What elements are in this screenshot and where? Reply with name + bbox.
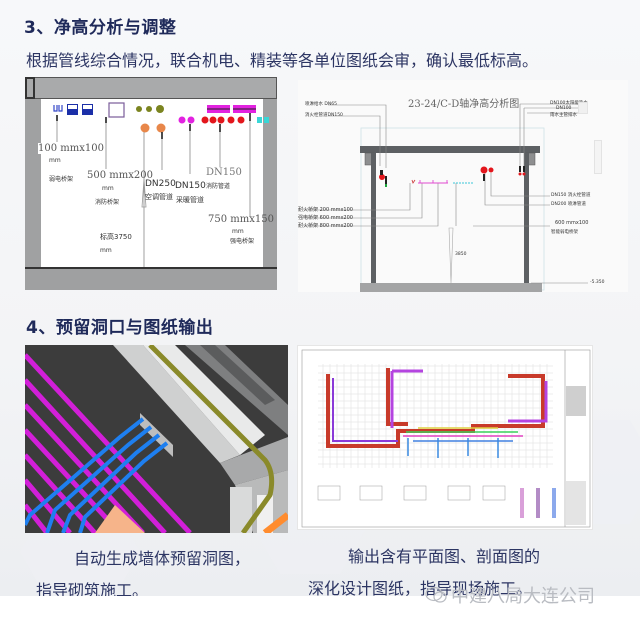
bim-3d-model-image (25, 345, 288, 533)
wechat-icon (425, 586, 447, 603)
section4-title: 4、预留洞口与图纸输出 (26, 318, 214, 338)
label-fire-pipe-name: 消防管道 (206, 183, 231, 190)
slab-corner (25, 77, 35, 99)
label-heating-pipe-size: DN150 (175, 181, 206, 191)
slide: 3、净高分析与调整 根据管线综合情况，联合机电、精装等各单位图纸会审，确认最低标… (0, 0, 640, 596)
section3-description: 根据管线综合情况，联合机电、精装等各单位图纸会审，确认最低标高。 (26, 51, 539, 70)
label-fire-pipe-size: DN150 (206, 167, 242, 178)
watermark-text: 中建八局大连公司 (451, 586, 595, 607)
toolbar-top (578, 102, 588, 114)
clearance-diagram-right: 23-24/C-D轴净高分析图 (298, 80, 628, 292)
toolbar-side (594, 140, 602, 174)
right-wall (263, 99, 277, 267)
label-elevation: 标高3750 (100, 233, 132, 241)
clearance-diagram-left: 100 mmx100 mm 弱电桥架 500 mmx200 mm 消防桥架 DN… (25, 77, 277, 290)
label-fire-tray-size: 500 mmx200 (87, 170, 153, 181)
section-view-svg (304, 103, 588, 292)
label-600x100: 600 mmx100 (555, 220, 589, 226)
left-caption-line1: 自动生成墙体预留洞图， (74, 549, 251, 568)
pipe-layout-svg (53, 102, 269, 267)
label-rainwater-main: 雨水主管排水 (550, 113, 577, 118)
label-power-tray-size: 750 mmx150 (208, 214, 274, 225)
label-heating-pipe-name: 采暖管道 (176, 196, 204, 204)
label-weak-tray-size: 100 mmx100 (38, 143, 104, 154)
label-hydrant-dn150: 消火栓管道DN150 (305, 113, 343, 118)
label-weak-tray-unit: mm (49, 157, 61, 164)
label-smart-weak-tray: 智能弱电桥架 (551, 230, 578, 235)
plan-drawing-svg (301, 349, 591, 528)
watermark: 中建八局大连公司 (425, 582, 595, 608)
label-ac-pipe-size: DN250 (145, 179, 176, 189)
label-power-tray-unit: mm (232, 228, 244, 235)
left-wall (25, 99, 41, 267)
label-fire-tray-name: 消防桥架 (95, 199, 120, 206)
bim-render-svg (25, 345, 288, 533)
label-sprinkler-dn200: DN200 喷淋管道 (551, 202, 586, 207)
label-solar-water-dn100: DN100太阳能热水 (550, 101, 588, 106)
label-fire-tray-unit: mm (102, 185, 114, 192)
left-caption-line2: 指导砌筑施工。 (36, 581, 149, 596)
right-diagram-title: 23-24/C-D轴净高分析图 (408, 99, 520, 110)
label-weak-tray-name: 弱电桥架 (49, 176, 74, 183)
label-power-tray-name: 强电桥架 (230, 238, 255, 245)
section3-title: 3、净高分析与调整 (24, 18, 177, 38)
label-power-tray-600x200: 强电桥架 600 mmx200 (298, 215, 353, 221)
label-ac-pipe-name: 空调管道 (145, 193, 173, 201)
label-hydrant-dn150-right: DN150 消火栓管道 (551, 193, 591, 198)
label-height-3850: 3850 (455, 252, 467, 257)
floor-slab (25, 267, 277, 290)
label-fire-tray-800x200: 耐火桥架 800 mmx200 (298, 223, 353, 229)
label-dn100: DN100 (556, 106, 572, 111)
label-fire-tray-200x100: 耐火桥架 200 mmx100 (298, 207, 353, 213)
label-elevation-unit: mm (100, 247, 112, 254)
label-sprinkler-dn65: 喷淋给水 DN65 (305, 102, 337, 107)
label-level: -5.350 (590, 280, 605, 285)
right-caption-line2: 深化设计图纸，指导现场施工。 (308, 579, 533, 596)
right-caption-line1: 输出含有平面图、剖面图的 (348, 547, 541, 566)
plan-drawing-image (297, 345, 593, 530)
